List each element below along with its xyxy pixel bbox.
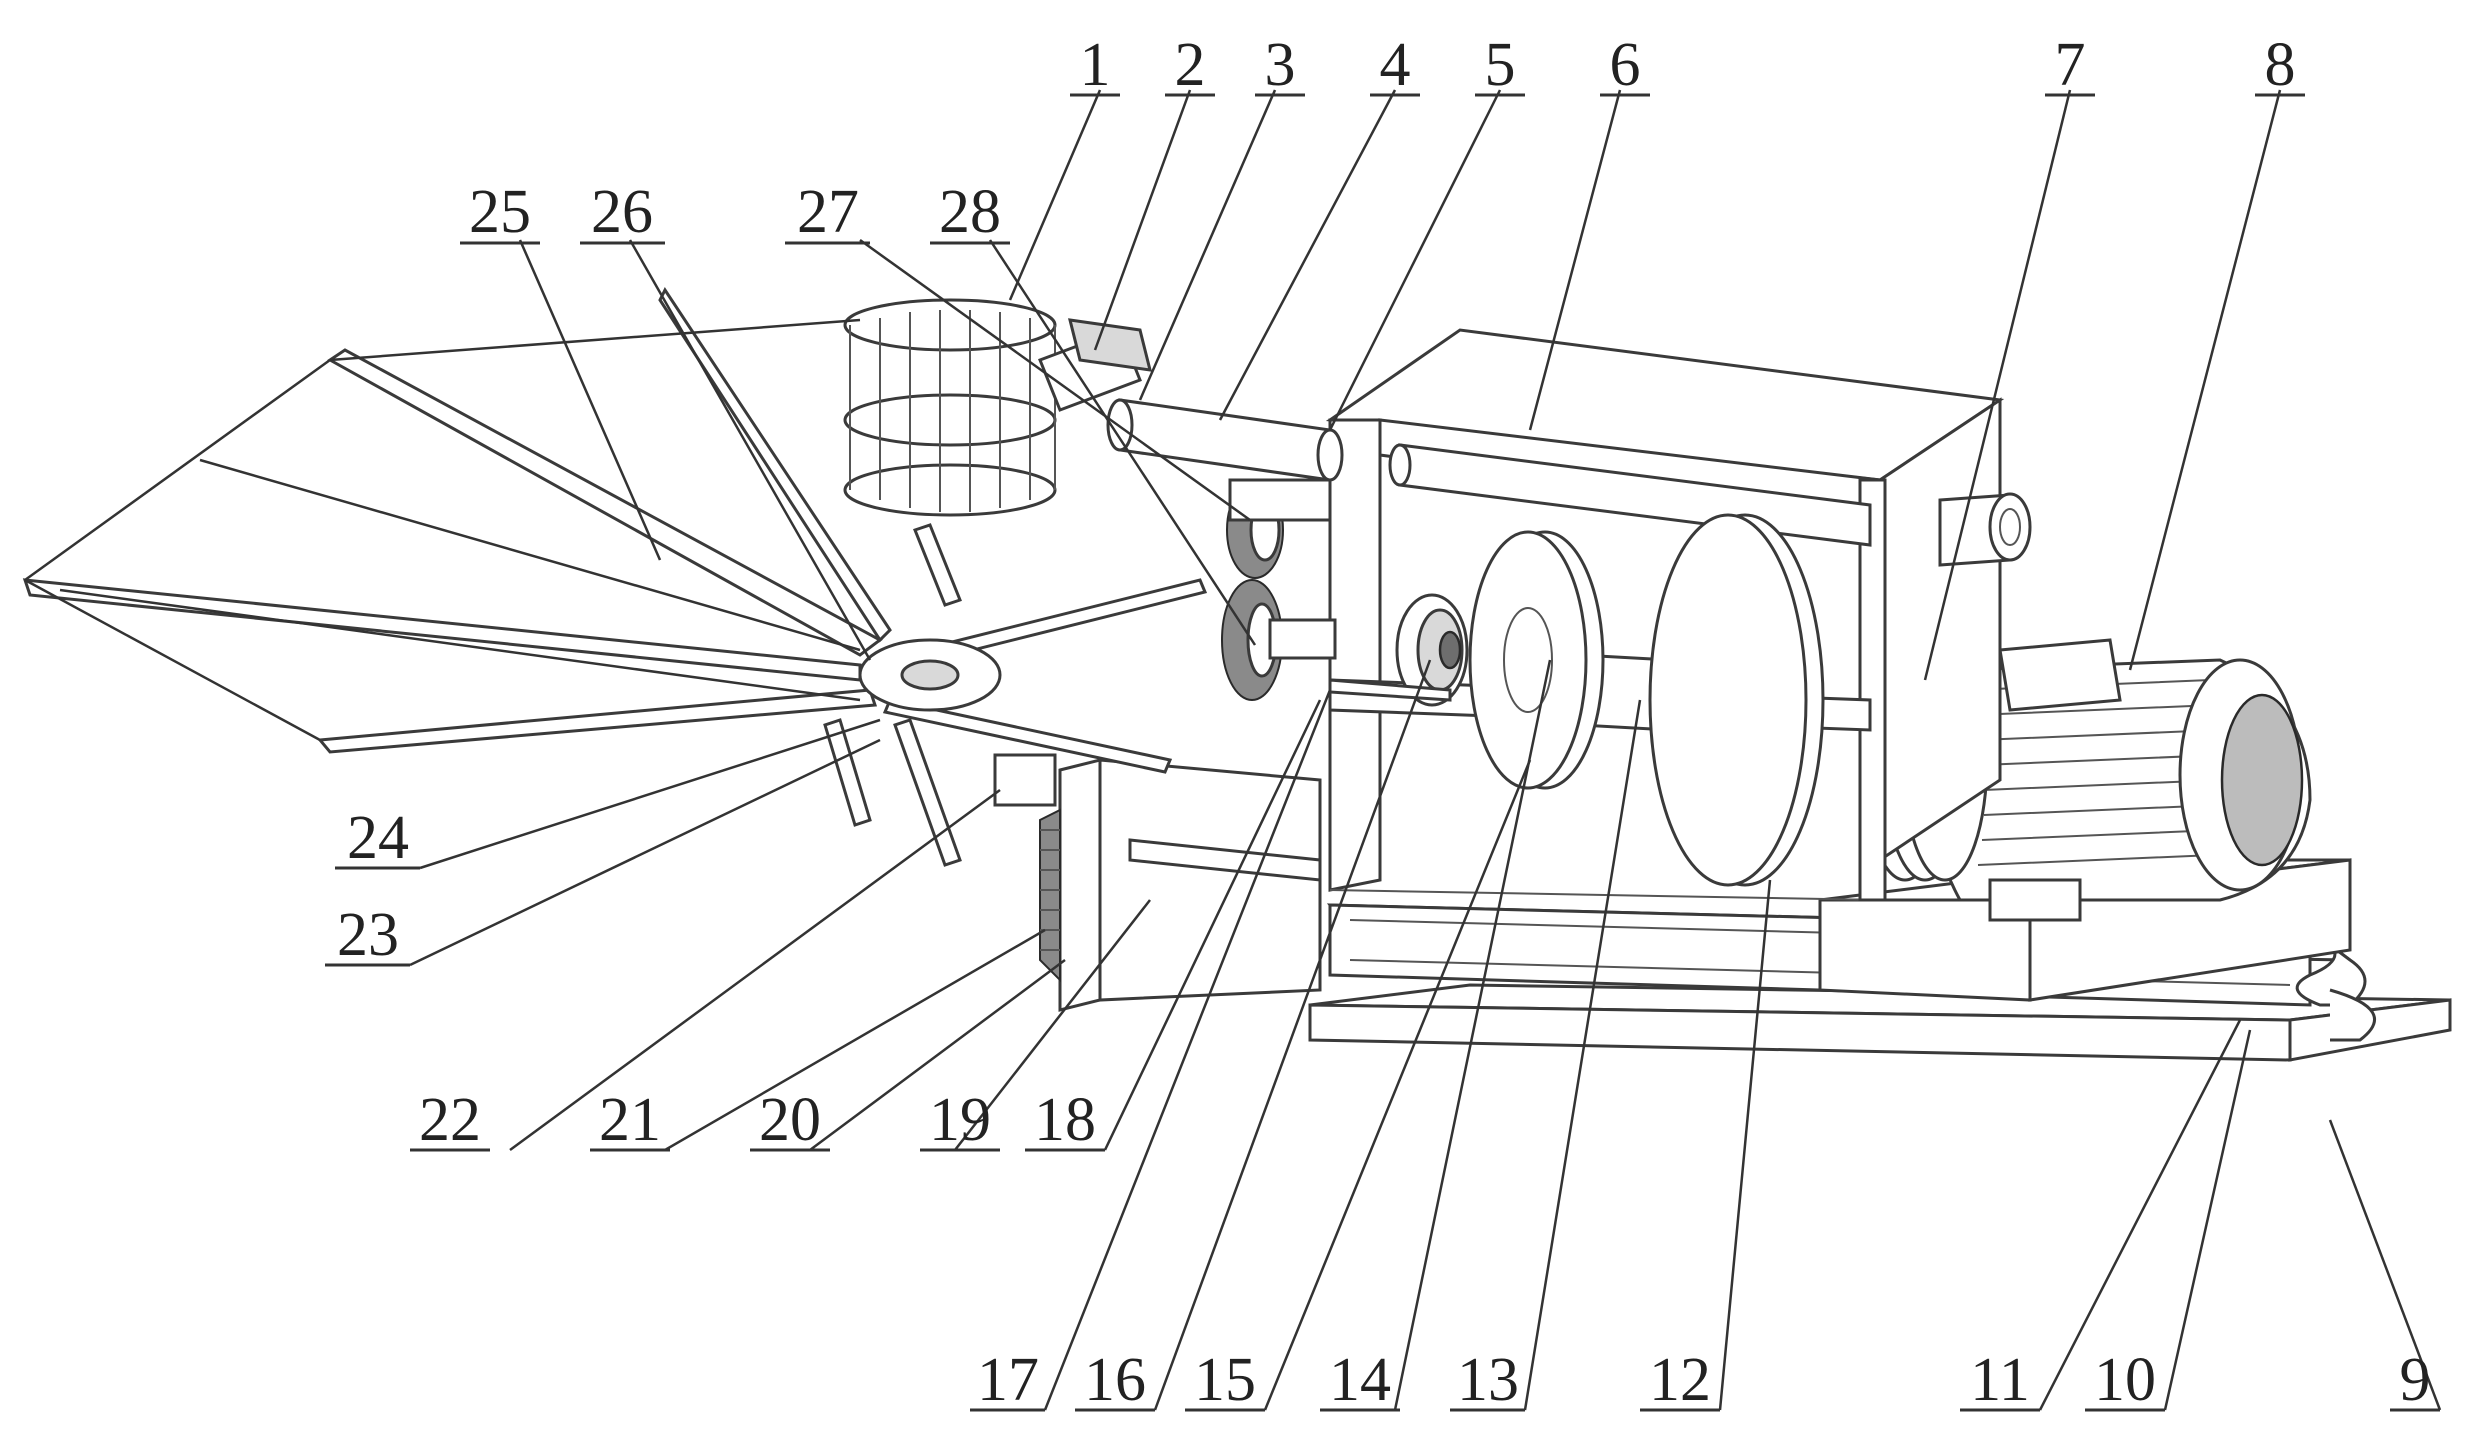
label-7: 7 xyxy=(2055,31,2086,99)
label-25: 25 xyxy=(469,178,531,246)
label-6: 6 xyxy=(1610,31,1641,99)
label-14: 14 xyxy=(1329,1346,1391,1414)
label-20: 20 xyxy=(759,1086,821,1154)
label-2: 2 xyxy=(1175,31,1206,99)
disc-14 xyxy=(1468,530,1605,790)
label-27: 27 xyxy=(797,178,859,246)
disc-12 xyxy=(1648,513,1825,887)
leader-lines xyxy=(409,89,2442,1411)
label-15: 15 xyxy=(1194,1346,1256,1414)
label-26: 26 xyxy=(591,178,653,246)
label-19: 19 xyxy=(929,1086,991,1154)
label-1: 1 xyxy=(1080,31,1111,99)
label-24: 24 xyxy=(347,804,409,872)
label-4: 4 xyxy=(1380,31,1411,99)
bearing-15 xyxy=(1395,593,1469,707)
gear-lower xyxy=(1221,579,1337,701)
label-17: 17 xyxy=(977,1346,1039,1414)
motor xyxy=(1928,638,2312,922)
label-11: 11 xyxy=(1970,1346,2030,1414)
label-underlines xyxy=(325,93,2440,1412)
label-10: 10 xyxy=(2094,1346,2156,1414)
label-28: 28 xyxy=(939,178,1001,246)
label-3: 3 xyxy=(1265,31,1296,99)
shaft-16 xyxy=(1328,678,1452,702)
label-22: 22 xyxy=(419,1086,481,1154)
label-8: 8 xyxy=(2265,31,2296,99)
label-13: 13 xyxy=(1457,1346,1519,1414)
label-9: 9 xyxy=(2400,1346,2431,1414)
cage xyxy=(843,298,1152,517)
shaft-4 xyxy=(1106,398,1344,522)
label-23: 23 xyxy=(337,901,399,969)
label-12: 12 xyxy=(1649,1346,1711,1414)
label-5: 5 xyxy=(1485,31,1516,99)
side-boss xyxy=(1938,492,2032,567)
labels: 1 2 3 4 5 6 7 8 25 26 27 28 24 23 22 21 … xyxy=(337,31,2431,1414)
blade-assembly xyxy=(22,287,1208,867)
feeder xyxy=(993,753,1322,1012)
label-18: 18 xyxy=(1034,1086,1096,1154)
label-21: 21 xyxy=(599,1086,661,1154)
label-16: 16 xyxy=(1084,1346,1146,1414)
